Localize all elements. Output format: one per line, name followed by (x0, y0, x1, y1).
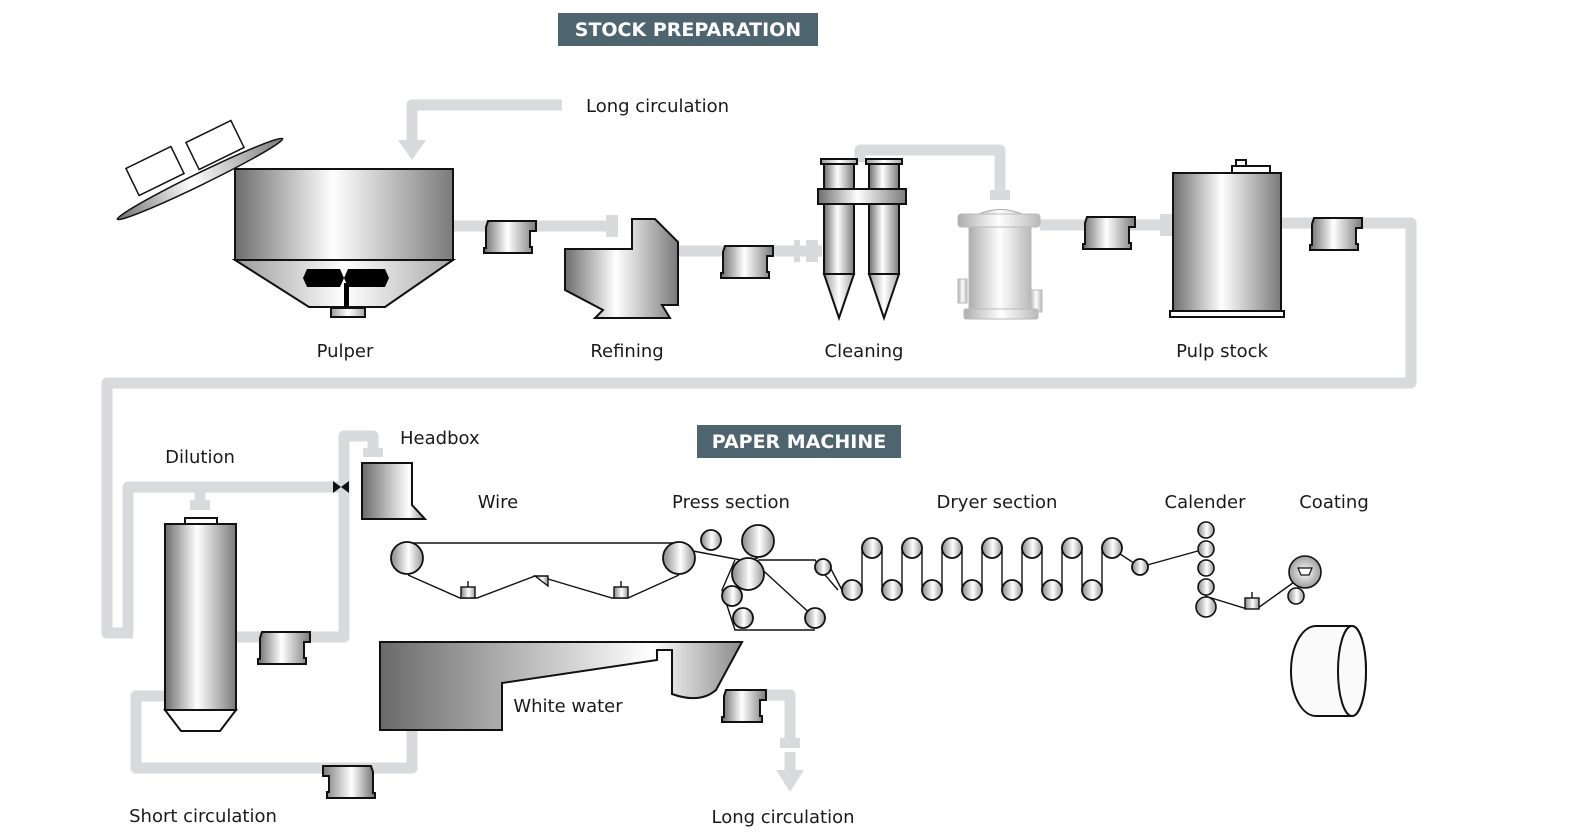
dryer-cylinder-icon (1001, 579, 1023, 601)
dryer-cylinder-icon (1061, 537, 1083, 559)
dryer-cylinder-icon (841, 579, 863, 601)
pump-icon (483, 220, 537, 254)
pump-icon (257, 631, 311, 665)
dryer-cylinder-icon (901, 537, 923, 559)
pump-icon (1309, 217, 1363, 251)
roll-icon (1195, 596, 1217, 618)
pump-icon (720, 245, 774, 279)
roll-icon (804, 607, 826, 629)
roll-icon (662, 541, 696, 575)
wire-label: Wire (478, 492, 518, 513)
refiner-icon (564, 218, 679, 319)
cleaning-label: Cleaning (825, 341, 904, 362)
pulper-label: Pulper (317, 341, 374, 362)
roll-icon (721, 585, 743, 607)
paper-reel-icon (1290, 625, 1367, 717)
dryer-cylinder-icon (1041, 579, 1063, 601)
press-section (692, 524, 839, 631)
coating-section (1287, 555, 1322, 605)
dryer-section (830, 537, 1123, 601)
dryer-cylinder-icon (1101, 537, 1123, 559)
roll-icon (732, 607, 754, 629)
pump-icon (1082, 216, 1136, 250)
dryer-cylinder-icon (881, 579, 903, 601)
long-circulation-bottom-label: Long circulation (712, 807, 855, 828)
headbox-icon (361, 462, 428, 520)
suction-box-icon (1244, 597, 1260, 610)
arrow-down-icon (776, 770, 804, 792)
dilution-label: Dilution (165, 447, 235, 468)
roll-icon (1197, 521, 1215, 539)
roll-icon (814, 558, 832, 576)
roll-icon (741, 524, 775, 558)
wire-section (390, 541, 696, 599)
pump-icon (322, 765, 376, 799)
valve-icon (333, 481, 349, 493)
pulper-tank-icon (231, 168, 457, 318)
hydrocyclone-cleaner-icon (817, 158, 907, 322)
suction-box-icon (460, 586, 476, 599)
bale-conveyor-icon (116, 119, 284, 221)
refining-label: Refining (590, 341, 663, 362)
arrow-down-icon (398, 140, 426, 160)
roll-icon (390, 541, 424, 575)
roll-icon (700, 529, 722, 551)
dryer-cylinder-icon (981, 537, 1003, 559)
calender-label: Calender (1165, 492, 1247, 513)
headbox-label: Headbox (400, 428, 480, 449)
dryer-cylinder-icon (1021, 537, 1043, 559)
pulp-stock-label: Pulp stock (1176, 341, 1268, 362)
pulp-stock-chest-icon (1169, 159, 1285, 318)
dryer-cylinder-icon (861, 537, 883, 559)
dryer-cylinder-icon (921, 579, 943, 601)
roll-icon (1197, 559, 1215, 577)
pump-icon (721, 689, 767, 723)
suction-box-icon (613, 586, 629, 599)
roll-icon (1197, 578, 1215, 596)
roll-icon (731, 557, 765, 591)
coating-label: Coating (1299, 492, 1369, 513)
paper-machine-title: PAPER MACHINE (712, 431, 886, 453)
foil-icon (532, 575, 549, 588)
calender-section (1119, 521, 1298, 618)
stock-preparation-banner: STOCK PREPARATION (558, 13, 818, 46)
white-water-tray-icon (379, 641, 744, 731)
short-circulation-label: Short circulation (129, 806, 277, 827)
roll-icon (1287, 587, 1305, 605)
roll-icon (1131, 558, 1149, 576)
dryer-cylinder-icon (961, 579, 983, 601)
dryer-section-label: Dryer section (937, 492, 1058, 513)
press-section-label: Press section (672, 492, 790, 513)
stock-preparation-title: STOCK PREPARATION (575, 19, 801, 41)
dryer-cylinder-icon (1081, 579, 1103, 601)
pressure-screen-icon (957, 209, 1043, 320)
dilution-tank-icon (162, 517, 239, 732)
paper-machine-banner: PAPER MACHINE (697, 425, 901, 458)
white-water-label: White water (513, 696, 623, 717)
roll-icon (1197, 540, 1215, 558)
long-circulation-top-label: Long circulation (586, 96, 729, 117)
dryer-cylinder-icon (941, 537, 963, 559)
